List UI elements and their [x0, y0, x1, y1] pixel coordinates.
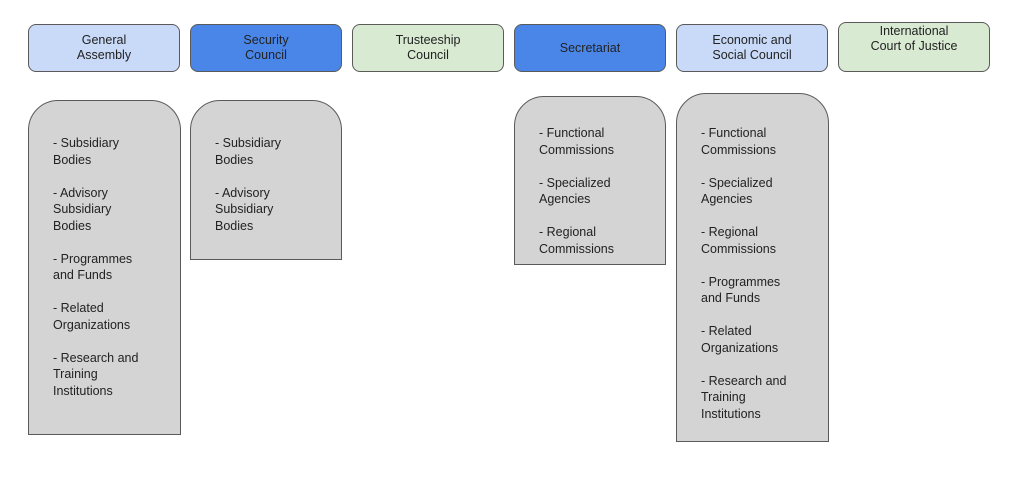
organ-label: Secretariat	[559, 40, 621, 55]
organ-security-council: Security Council	[190, 24, 342, 72]
panel-item: - Related Organizations	[701, 324, 779, 355]
panel-item: - Regional Commissions	[539, 225, 615, 256]
panel-item: - Specialized Agencies	[539, 175, 611, 207]
organ-label: Economic and Social Council	[712, 33, 792, 62]
panel-item: - Related Organizations	[53, 301, 131, 332]
organ-label: International Court of Justice	[870, 24, 958, 53]
panel-item: - Research and Training Institutions	[53, 350, 139, 398]
panel-general-assembly: - Subsidiary Bodies - Advisory Subsidiar…	[28, 100, 181, 435]
organ-label: General Assembly	[76, 33, 132, 62]
panel-item: - Subsidiary Bodies	[53, 136, 119, 167]
panel-item: - Advisory Subsidiary Bodies	[215, 185, 274, 233]
panel-security-council: - Subsidiary Bodies - Advisory Subsidiar…	[190, 100, 342, 260]
organ-label: Trusteeship Council	[395, 33, 461, 62]
organ-secretariat: Secretariat	[514, 24, 666, 72]
panel-item: - Subsidiary Bodies	[215, 136, 281, 167]
panel-item: - Research and Training Institutions	[701, 373, 787, 421]
organ-economic-social-council: Economic and Social Council	[676, 24, 828, 72]
panel-item: - Regional Commissions	[701, 225, 777, 256]
panel-economic-social-council: - Functional Commissions - Specialized A…	[676, 93, 829, 442]
panel-item: - Advisory Subsidiary Bodies	[53, 185, 112, 233]
organ-general-assembly: General Assembly	[28, 24, 180, 72]
organ-label: Security Council	[243, 33, 289, 62]
panel-item: - Programmes and Funds	[53, 251, 133, 283]
organ-trusteeship-council: Trusteeship Council	[352, 24, 504, 72]
organ-international-court-of-justice: International Court of Justice	[838, 22, 990, 72]
panel-item: - Functional Commissions	[539, 126, 615, 157]
panel-item: - Functional Commissions	[701, 126, 777, 157]
panel-item: - Specialized Agencies	[701, 175, 773, 207]
panel-item: - Programmes and Funds	[701, 274, 781, 306]
panel-secretariat: - Functional Commissions - Specialized A…	[514, 96, 666, 265]
